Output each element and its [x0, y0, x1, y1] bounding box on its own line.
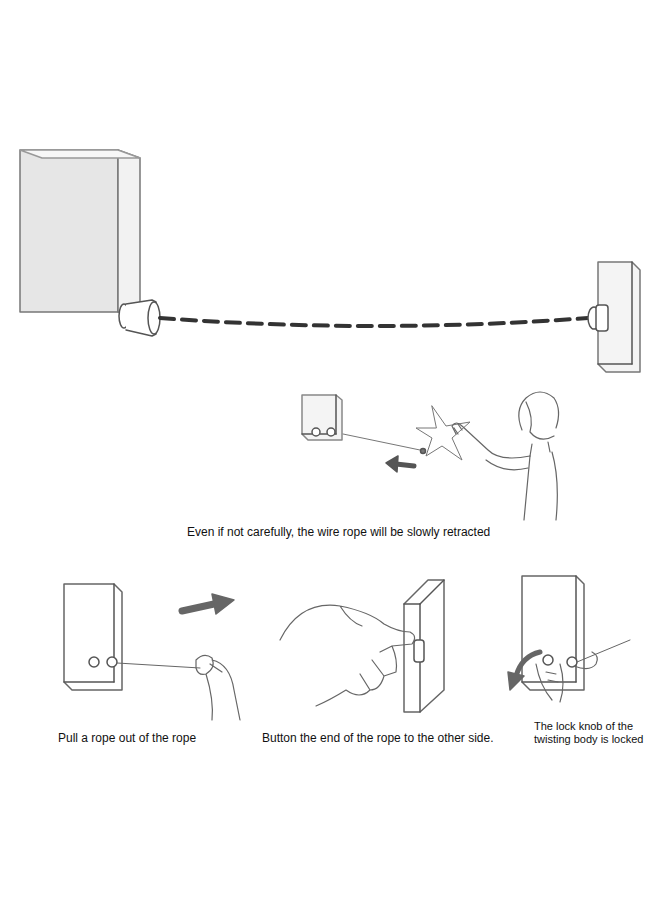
reel-housing	[20, 150, 160, 336]
small-unit	[302, 395, 426, 454]
retract-arrow	[386, 456, 414, 472]
pull-panel-unit	[64, 584, 200, 690]
pull-arrow	[182, 594, 234, 614]
caption: The lock knob of the twisting body is lo…	[534, 720, 646, 745]
wall-hook-plate	[588, 262, 640, 372]
snap-burst	[416, 406, 470, 460]
rope	[160, 318, 588, 326]
twisting-hand	[536, 652, 597, 702]
twist-arrow	[508, 652, 540, 690]
hook-plate	[404, 580, 444, 712]
pulling-hand	[196, 655, 240, 720]
hooking-hand	[280, 605, 415, 706]
caption: Button the end of the rope to the other …	[262, 732, 522, 746]
caption: Pull a rope out of the rope	[58, 732, 238, 746]
caption: Even if not carefully, the wire rope wil…	[187, 526, 587, 540]
woman-figure	[452, 392, 559, 520]
